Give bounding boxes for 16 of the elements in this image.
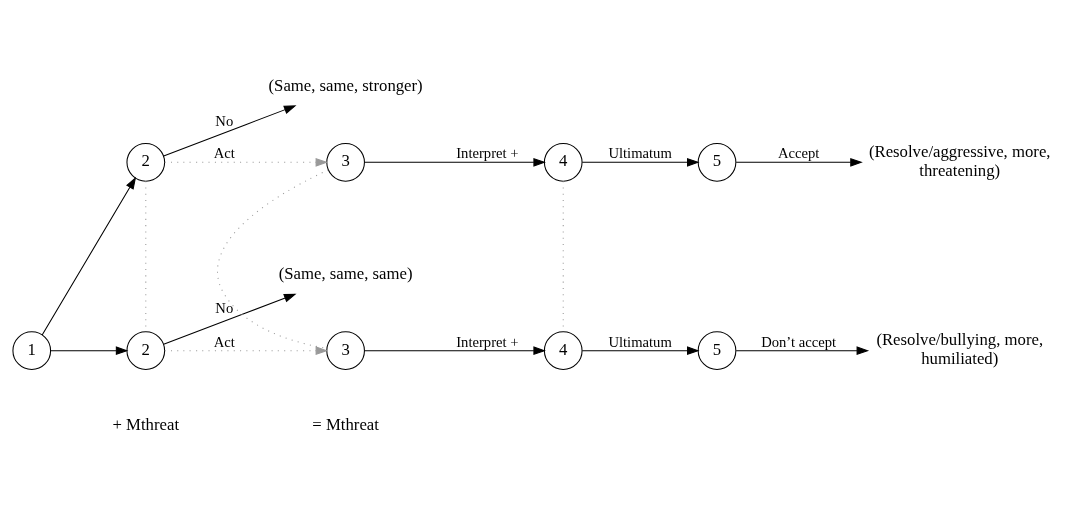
edge-label: Accept: [777, 144, 820, 161]
label: + Mthreat: [112, 414, 180, 434]
edge-label: Don’t accept: [761, 333, 837, 350]
edge-label: Act: [213, 144, 235, 161]
edge-label: Ultimatum: [608, 144, 672, 161]
node-text: (Same, same, stronger): [268, 75, 423, 95]
edge-label: No: [215, 299, 234, 316]
node-text: (Resolve/bullying, more, humiliated): [876, 329, 1044, 368]
edge-label: Ultimatum: [608, 333, 672, 350]
edge-label: Act: [213, 333, 235, 350]
label: = Mthreat: [312, 414, 379, 434]
node-text: (Resolve/aggressive, more, threatening): [868, 141, 1051, 180]
edge-label: No: [215, 112, 234, 129]
edge-label: Interpret +: [456, 144, 519, 161]
edge-label: Interpret +: [456, 333, 519, 350]
node-text: (Same, same, same): [278, 263, 413, 283]
